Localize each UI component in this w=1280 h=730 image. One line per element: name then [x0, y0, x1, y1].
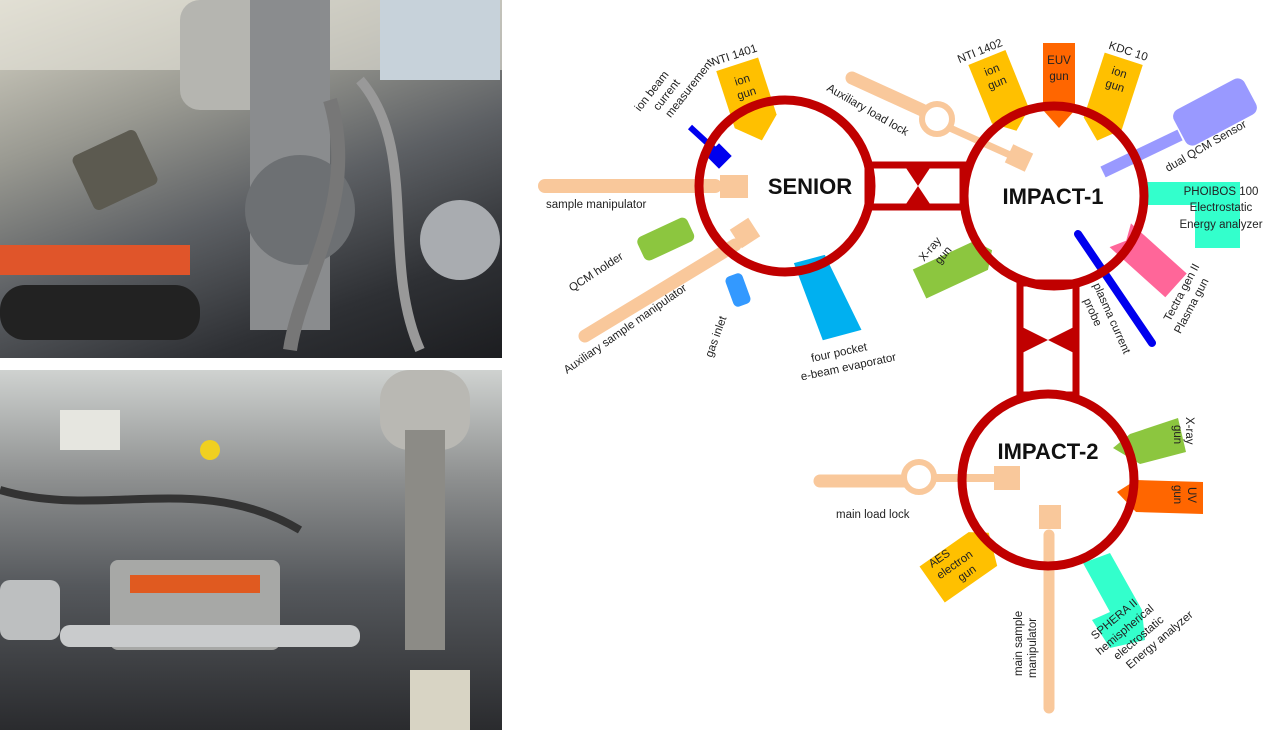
- svg-text:gun: gun: [1104, 78, 1126, 95]
- photo-top-scene: [0, 0, 502, 353]
- label-gas-inlet: gas inlet: [704, 314, 730, 359]
- svg-text:ion: ion: [983, 62, 1002, 79]
- phoibos-100-analyzer: [1145, 182, 1240, 248]
- uv-gun: [1117, 480, 1203, 514]
- aes-electron-gun: [919, 532, 998, 603]
- label-plasma-current-probe: plasma currentprobe: [1077, 281, 1133, 362]
- dual-qcm-sensor: [1100, 78, 1257, 178]
- auxiliary-sample-manipulator: [578, 217, 761, 343]
- svg-text:gun: gun: [736, 85, 758, 102]
- sample-manipulator: [538, 175, 748, 198]
- sphera-ii-analyzer: [1083, 553, 1145, 648]
- impact1-chamber-ring: [959, 101, 1149, 291]
- label-e-beam-evaporator: four pockete-beam evaporator: [796, 336, 897, 384]
- svg-text:EUV: EUV: [1047, 55, 1071, 67]
- main-load-lock: [813, 459, 1020, 495]
- impact1-xray-gun: [912, 240, 993, 299]
- svg-text:ion: ion: [1110, 65, 1128, 81]
- plasma-current-probe: [1074, 230, 1156, 347]
- photo-uhv-system-top: [0, 0, 502, 358]
- senior-chamber-label: SENIOR: [768, 174, 852, 199]
- photo-bottom-scene: [0, 370, 470, 730]
- gate-valve-icon: [904, 165, 932, 186]
- label-main-load-lock: main load lock: [836, 509, 910, 521]
- label-sample-manipulator: sample manipulator: [546, 199, 647, 211]
- impact1-chamber-label: IMPACT-1: [1002, 184, 1103, 209]
- senior-chamber-ring: [694, 95, 876, 277]
- senior-impact1-connector: [864, 161, 967, 211]
- e-beam-evaporator: [793, 254, 862, 341]
- label-qcm-holder: QCM holder: [567, 251, 626, 295]
- impact2-chamber-label: IMPACT-2: [997, 439, 1098, 464]
- impact2-chamber-ring: [957, 389, 1139, 571]
- euv-gun: EUV gun: [1043, 43, 1075, 128]
- label-impact2-xray-gun: X-raygun: [1171, 417, 1195, 445]
- impact1-impact2-connector: [1016, 279, 1080, 399]
- svg-text:gun: gun: [1049, 71, 1068, 83]
- svg-text:ion: ion: [733, 72, 751, 88]
- photo-uhv-system-bottom: [0, 370, 502, 730]
- main-sample-manipulator: [1039, 505, 1061, 714]
- label-ion-beam-current: ion beamcurrentmeasurement: [633, 39, 717, 131]
- label-uv-gun: UVgun: [1171, 485, 1197, 504]
- gate-valve-icon: [1020, 326, 1048, 354]
- label-auxiliary-sample-manipulator: Auxiliary sample manipulator: [562, 282, 689, 376]
- gas-inlet: [725, 273, 751, 307]
- qcm-holder: [637, 217, 695, 261]
